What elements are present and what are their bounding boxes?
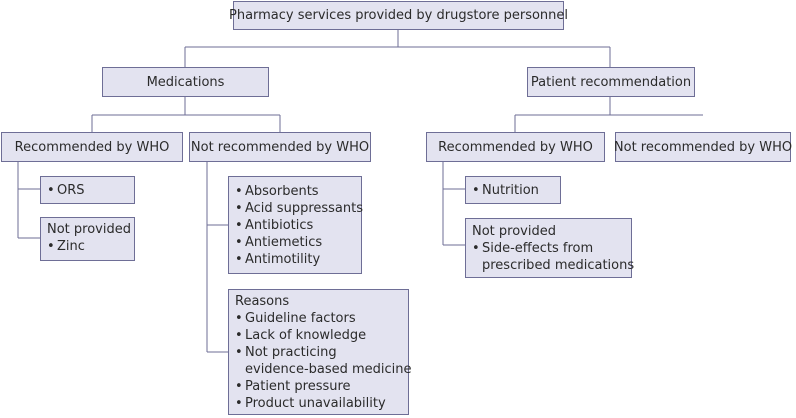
section-heading: Not provided <box>47 222 131 237</box>
list-item: •ORS <box>47 182 85 198</box>
patient-recommendation-node: Patient recommendation <box>527 67 695 97</box>
ors-node: •ORS <box>40 176 135 204</box>
section-heading: Reasons <box>235 294 290 309</box>
list-item-continuation: evidence-based medicine <box>245 362 412 377</box>
list-item: •Nutrition <box>472 182 539 198</box>
root-label: Pharmacy services provided by drugstore … <box>228 8 569 23</box>
patient-not-recommended-label: Not recommended by WHO <box>613 139 793 155</box>
medications-label: Medications <box>146 74 225 90</box>
list-item: •Zinc <box>47 239 85 254</box>
patient-recommended-label: Recommended by WHO <box>438 139 593 155</box>
reasons-node: Reasons •Guideline factors •Lack of know… <box>228 289 412 415</box>
med-not-recommended-label: Not recommended by WHO <box>190 139 370 155</box>
nutrition-node: •Nutrition <box>465 176 561 204</box>
med-not-recommended-node: Not recommended by WHO <box>189 132 371 162</box>
list-item: •Absorbents <box>235 184 319 199</box>
list-item: •Antimotility <box>235 252 321 267</box>
list-item: •Lack of knowledge <box>235 328 367 343</box>
med-recommended-label: Recommended by WHO <box>14 139 170 155</box>
patient-recommended-node: Recommended by WHO <box>426 132 605 162</box>
patient-recommendation-label: Patient recommendation <box>530 74 692 90</box>
medications-node: Medications <box>102 67 269 97</box>
list-item: •Side-effects from <box>472 241 594 256</box>
med-not-provided-node: Not provided •Zinc <box>40 217 135 261</box>
patient-not-recommended-node: Not recommended by WHO <box>613 132 793 162</box>
list-item: •Product unavailability <box>235 396 386 411</box>
list-item: •Patient pressure <box>235 379 351 394</box>
list-item: •Antiemetics <box>235 235 323 250</box>
patient-not-provided-node: Not provided •Side-effects from prescrib… <box>465 218 635 278</box>
list-item-continuation: prescribed medications <box>482 258 635 273</box>
not-recommended-items-node: •Absorbents •Acid suppressants •Antibiot… <box>228 176 364 274</box>
list-item: •Not practicing <box>235 345 337 360</box>
list-item: •Guideline factors <box>235 311 356 326</box>
root-node: Pharmacy services provided by drugstore … <box>229 1 568 30</box>
med-recommended-node: Recommended by WHO <box>1 132 183 162</box>
list-item: •Antibiotics <box>235 218 314 233</box>
section-heading: Not provided <box>472 224 556 239</box>
list-item: •Acid suppressants <box>235 201 364 216</box>
